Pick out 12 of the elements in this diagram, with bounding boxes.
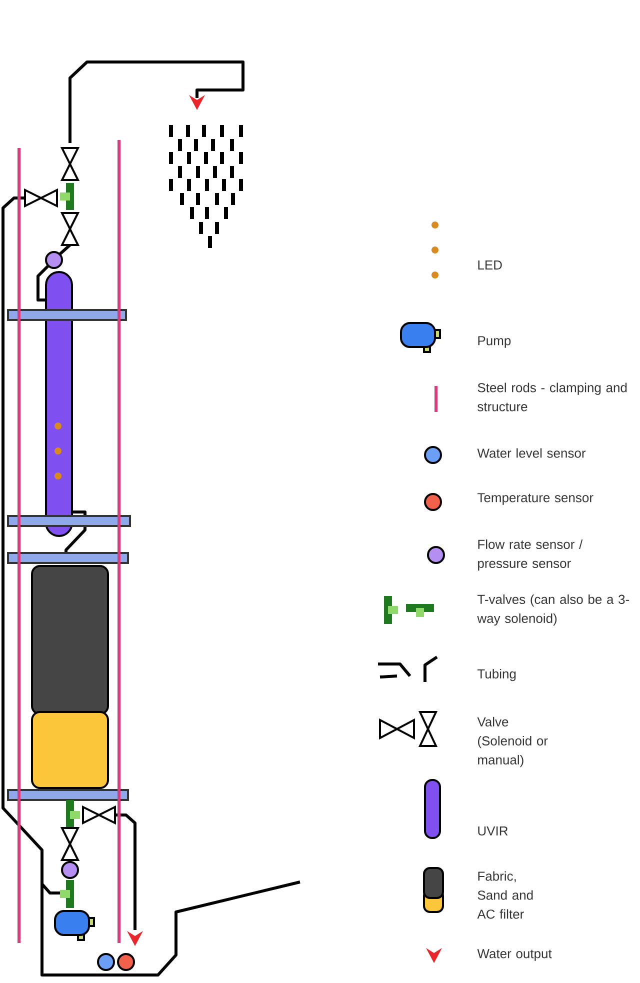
legend-label: Pump: [478, 336, 511, 348]
legend-label: Steel rods - clamping and structure: [478, 382, 627, 412]
legend-label: Flow rate sensor / pressure sensor: [478, 539, 583, 571]
legend-label: Fabric, Sand and AC filter: [477, 871, 533, 919]
legend-label: UVIR: [478, 826, 508, 836]
legend-label: Temperature sensor: [478, 493, 594, 505]
legend-label: LED: [478, 260, 502, 270]
legend-label: T-valves (can also be a 3-way solenoid): [477, 594, 630, 626]
legend-label: Valve (Solenoid or manual): [477, 716, 548, 768]
legend-label: Tubing: [478, 668, 516, 682]
legend-label: Water output: [477, 949, 552, 961]
legend-label: Water level sensor: [477, 448, 586, 458]
